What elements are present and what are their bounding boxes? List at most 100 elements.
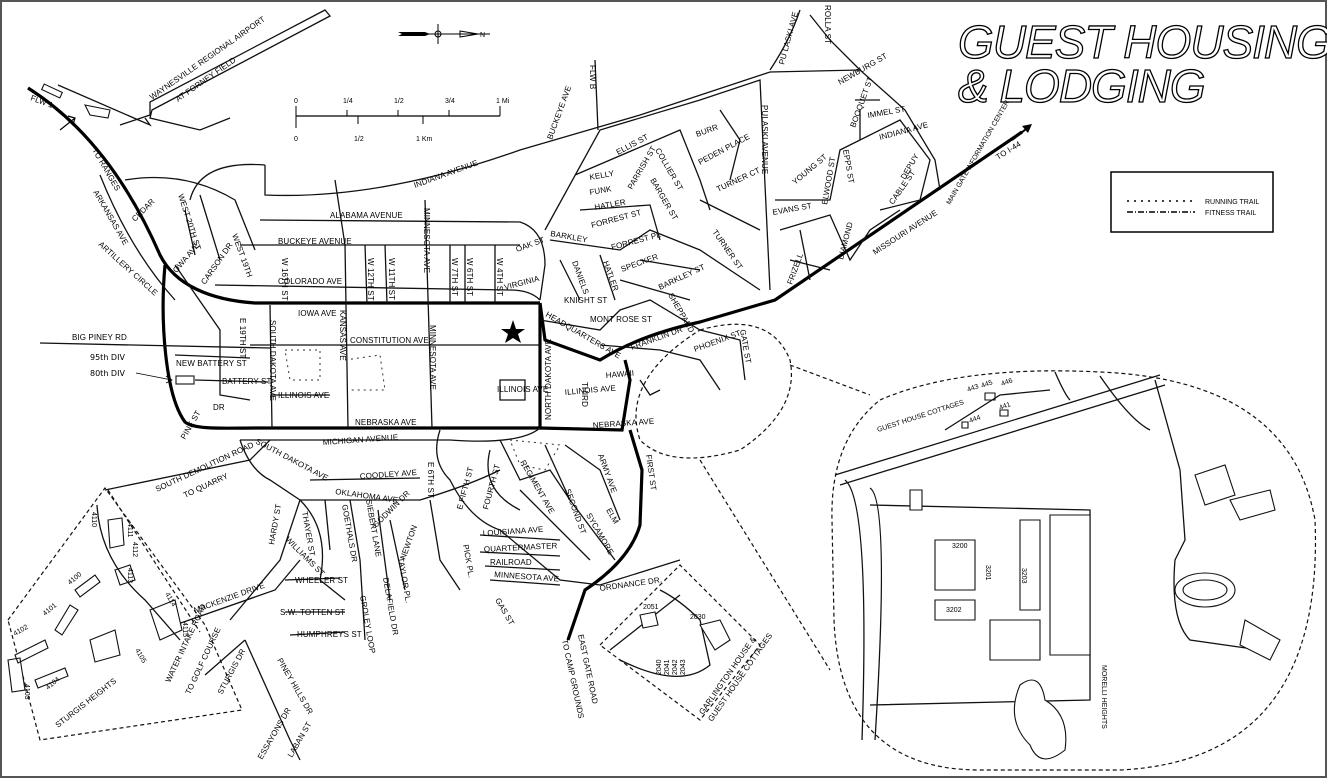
street-label: W 7TH ST — [450, 258, 459, 296]
scale-tick-label: 1/2 — [354, 136, 364, 143]
street-label: KELLY — [589, 169, 616, 182]
street-label: ALABAMA AVENUE — [330, 211, 403, 220]
building-number: 3202 — [946, 607, 962, 614]
street-label: PICK PL. — [461, 544, 476, 579]
street-label: MINNESOTA AVE — [428, 325, 437, 390]
street-label: DANIELS — [570, 260, 590, 296]
street-label: BUCKEYE AVE — [545, 84, 573, 140]
street-label: W 11TH ST — [387, 258, 396, 300]
street-label: W 6TH ST — [465, 258, 474, 296]
street-label: NEWBURG ST — [837, 51, 889, 86]
compass-arrow-icon — [398, 32, 430, 36]
map-title: GUEST HOUSING & LODGING — [957, 15, 1327, 112]
legend-box — [1110, 171, 1274, 233]
street-label: LOUISIANA AVE — [483, 525, 544, 538]
building-number: 2043 — [680, 659, 687, 675]
street-label: EPPS ST — [841, 149, 856, 185]
street-label: VIRGINIA — [503, 274, 541, 292]
street-label: FOURTH ST — [481, 463, 502, 510]
street-label: PINEY HILLS DR — [275, 657, 315, 717]
street-label: NORTH DAKOTA AVE — [544, 339, 553, 420]
street-label: TURNER ST — [710, 228, 744, 271]
division-markers: 95th DIV 80th DIV — [90, 353, 195, 385]
streets — [39, 9, 941, 761]
street-label: NEBRASKA AVE — [593, 417, 655, 430]
street-label: PULASKI AVENUE — [760, 105, 769, 174]
garlington-buildings — [609, 589, 731, 678]
building-number: 444 — [968, 414, 981, 425]
sturgis-heights-buildings — [7, 504, 183, 693]
label-80th-div: 80th DIV — [90, 369, 125, 378]
street-label: MORELLI HEIGHTS — [1100, 665, 1107, 729]
street-label: W 16TH ST — [280, 258, 289, 301]
building-number: 4105 — [133, 648, 147, 665]
legend-fitness-trail: FITNESS TRAIL — [1205, 210, 1256, 217]
street-label: HAWAII — [605, 369, 634, 380]
street-label: MICHIGAN AVENUE — [323, 433, 399, 447]
building-number: 4103 — [23, 684, 30, 700]
street-label: COODLEY AVE — [360, 468, 418, 481]
street-label: THIRD — [580, 382, 589, 407]
street-label: PEDEN PLACE — [697, 132, 752, 167]
scale-tick-label: 1 Km — [416, 136, 433, 143]
scale-tick-label: 3/4 — [445, 98, 455, 105]
building-number: 4102 — [13, 624, 30, 638]
street-label: MISSOURI AVENUE — [871, 208, 939, 256]
street-label: SPECKER — [620, 252, 660, 274]
street-label: DIAMOND — [836, 221, 855, 261]
street-label: PHOENIX ST — [693, 329, 743, 354]
street-label: RAILROAD — [490, 558, 532, 567]
street-label: DELAFIELD DR — [381, 577, 400, 636]
street-label: BURR — [695, 122, 720, 138]
building-number: 4115 — [181, 622, 188, 637]
north-label: N — [480, 32, 485, 39]
scale-tick-label: 1 Mi — [496, 98, 510, 105]
street-label: E FIFTH ST — [455, 466, 475, 511]
street-label: TAYLOR PL. — [396, 557, 413, 604]
building-number: 4101 — [42, 602, 59, 617]
street-label: IOWA AVE — [170, 241, 202, 276]
street-label: TOTTEN ST — [300, 608, 345, 617]
street-label: STURGIS DR — [216, 647, 248, 696]
street-label: NEW BATTERY ST — [176, 359, 247, 368]
street-label: KNIGHT ST — [564, 296, 607, 305]
street-label: GROLEY LOOP — [358, 595, 377, 654]
street-label: TURNER CT — [715, 166, 762, 194]
building-number: 2041 — [664, 659, 671, 675]
street-label: W 4TH ST — [495, 258, 504, 296]
street-label: ORDNANCE DR. — [599, 575, 663, 593]
street-label: IOWA AVE — [298, 309, 337, 318]
street-label: NEWTON — [398, 524, 419, 561]
street-label: SOUTH DAKOTA AVE — [254, 437, 330, 483]
building-number: 443 — [966, 383, 979, 394]
building-number: 4100 — [67, 571, 84, 586]
building-number: 3203 — [1020, 568, 1027, 584]
street-label: ELM — [604, 507, 620, 526]
scale-tick-label: 0 — [294, 98, 298, 105]
street-label: MINNESOTA AVE — [422, 208, 431, 273]
north-arrow-icon — [459, 30, 479, 38]
street-label: GUEST HOUSE COTTAGES — [876, 399, 965, 434]
street-label: SECOND ST — [563, 488, 588, 536]
street-label: W 12TH ST — [366, 258, 375, 301]
street-label: KANSAS AVE — [338, 310, 347, 361]
street-label: FORREST PL — [610, 230, 662, 252]
building-number: 4110 — [90, 512, 97, 527]
scale-tick-label: 1/2 — [394, 98, 404, 105]
building-number: 445 — [980, 379, 993, 390]
title-line-1: GUEST HOUSING — [958, 16, 1327, 68]
direction-label: TO RANGES — [90, 147, 122, 193]
street-label: SOUTH DAKOTA AVE — [268, 320, 277, 401]
street-label: BOOQUET ST — [848, 76, 875, 129]
street-label: BIG PINEY RD — [72, 333, 127, 342]
label-95th-div: 95th DIV — [90, 353, 125, 362]
building-number: 2042 — [672, 659, 679, 675]
building-number: 2051 — [643, 604, 659, 611]
street-label: FUNK — [589, 184, 613, 197]
building-number: 4113 — [126, 568, 133, 583]
street-label: COLORADO AVE — [278, 277, 342, 286]
building-number: 446 — [1000, 377, 1013, 388]
street-label: FIRST ST — [644, 454, 658, 491]
